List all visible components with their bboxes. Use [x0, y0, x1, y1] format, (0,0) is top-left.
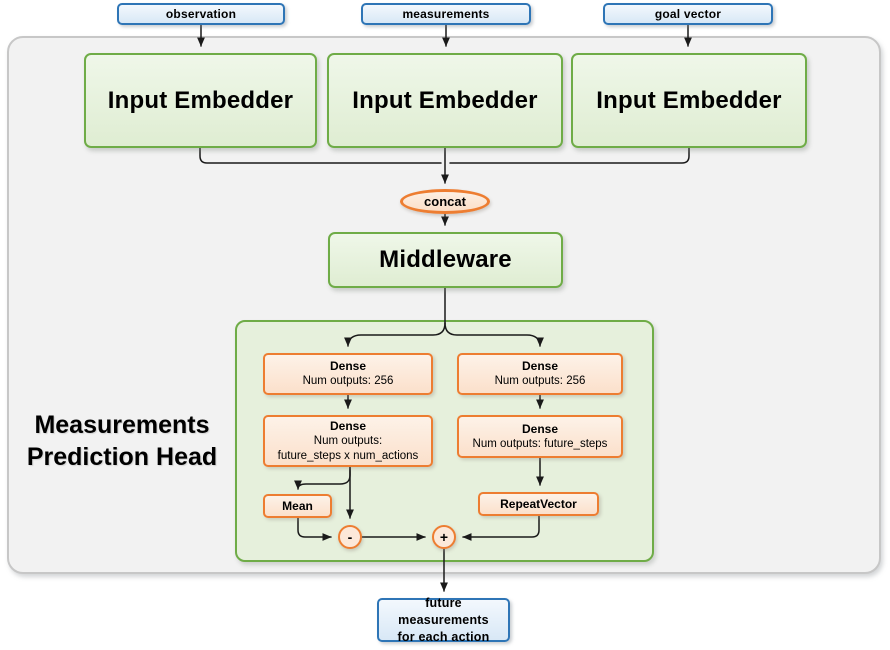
prediction-head-title-line1: Measurements: [34, 411, 210, 439]
repeat-vector-box: RepeatVector: [478, 492, 599, 516]
input-box-measurements: measurements: [361, 3, 531, 25]
input-embedder-1-label: Input Embedder: [107, 86, 294, 114]
mean-label: Mean: [282, 498, 313, 513]
input-embedder-1: Input Embedder: [84, 53, 317, 148]
minus-operator-label: -: [347, 529, 353, 545]
middleware-label: Middleware: [379, 246, 512, 273]
dense-left-2-name: Dense: [329, 418, 367, 433]
input-embedder-3: Input Embedder: [571, 53, 807, 148]
input-box-goal-vector: goal vector: [603, 3, 773, 25]
input-label-measurements: measurements: [402, 7, 490, 21]
dense-left-1: Dense Num outputs: 256: [263, 353, 433, 395]
input-embedder-3-label: Input Embedder: [596, 86, 782, 114]
dense-right-1: Dense Num outputs: 256: [457, 353, 623, 395]
dense-left-2-params-line2: future_steps x num_actions: [277, 449, 419, 462]
output-label-line2: for each action: [397, 629, 490, 644]
dense-right-2-params: Num outputs: future_steps: [472, 437, 608, 450]
plus-operator-label: +: [439, 529, 449, 545]
dense-right-1-params: Num outputs: 256: [494, 375, 586, 387]
repeat-vector-label: RepeatVector: [500, 496, 577, 511]
minus-operator: -: [338, 525, 362, 549]
input-label-goal-vector: goal vector: [654, 7, 722, 21]
dense-left-2-params-line1: Num outputs:: [313, 434, 383, 447]
input-label-observation: observation: [165, 7, 237, 21]
dense-right-1-name: Dense: [521, 359, 559, 373]
plus-operator: +: [432, 525, 456, 549]
prediction-head-title-line2: Prediction Head: [26, 443, 218, 471]
output-box: future measurements for each action: [377, 595, 510, 644]
input-box-observation: observation: [117, 3, 285, 25]
dense-right-2: Dense Num outputs: future_steps: [457, 415, 623, 458]
middleware-box: Middleware: [328, 232, 563, 288]
dense-left-1-params: Num outputs: 256: [302, 375, 394, 387]
concat-node: concat: [400, 189, 490, 214]
prediction-head-title: Measurements Prediction Head: [22, 409, 222, 473]
dense-left-1-name: Dense: [329, 359, 367, 373]
input-embedder-2-label: Input Embedder: [352, 86, 538, 114]
mean-box: Mean: [263, 494, 332, 518]
input-embedder-2: Input Embedder: [327, 53, 563, 148]
dense-left-2: Dense Num outputs: future_steps x num_ac…: [263, 415, 433, 467]
dense-right-2-name: Dense: [521, 421, 559, 436]
output-label-line1: future measurements: [398, 595, 489, 627]
concat-label: concat: [424, 194, 466, 209]
